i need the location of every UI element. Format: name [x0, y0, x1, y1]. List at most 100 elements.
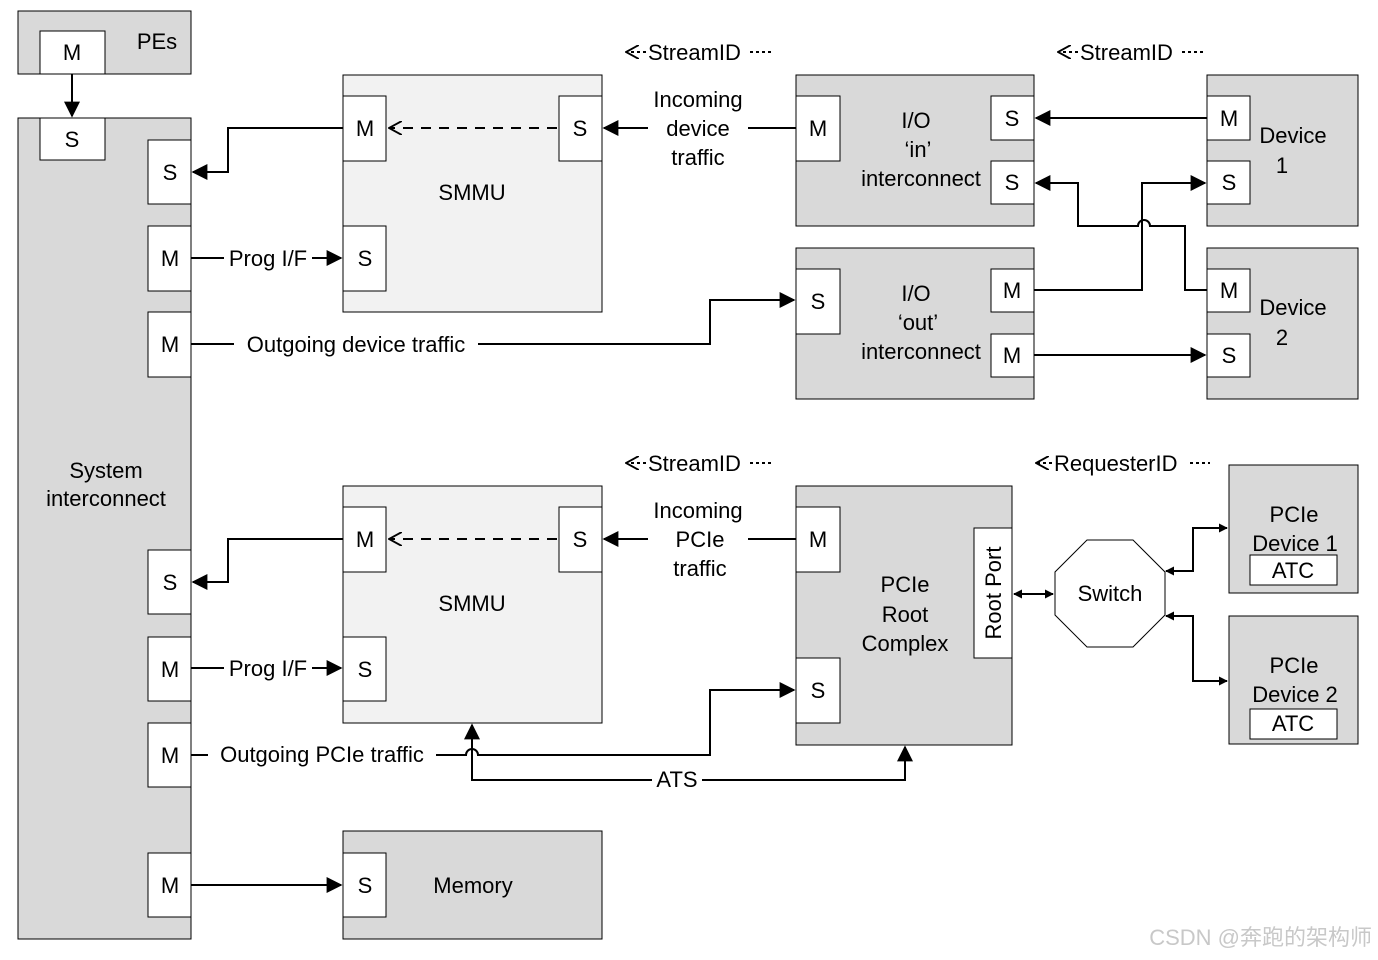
pcie-device2-label-line2: Device 2 [1252, 682, 1338, 707]
device2-label-line1: Device [1259, 295, 1326, 320]
device2-label-line2: 2 [1276, 325, 1288, 350]
smmu-bottom-block: SMMU M S S [342, 485, 603, 724]
device2-block: Device 2 M S [1206, 247, 1359, 400]
io-in-slave-port-1 [990, 95, 1035, 141]
pcie-switch: Switch [1054, 539, 1166, 648]
sysic-prog1-master-label: M [161, 246, 179, 271]
ats-link-to-root-complex [702, 745, 913, 781]
device2-master-port [1206, 268, 1251, 313]
sysic-smmu2-slave-port [147, 549, 192, 615]
switch-to-pcie-device2-link [1165, 611, 1228, 686]
smmu-top-block: SMMU M S S [342, 74, 603, 313]
device1-slave-label: S [1222, 170, 1237, 195]
outgoing-pcie-link-b [436, 682, 796, 756]
device1-label-line2: 1 [1276, 153, 1288, 178]
system-interconnect-label-line1: System [69, 458, 142, 483]
root-complex-master-label: M [809, 527, 827, 552]
pes-label: PEs [137, 29, 177, 54]
memory-label: Memory [433, 873, 512, 898]
smmu-bottom-slave-label: S [573, 527, 588, 552]
io-out-interconnect-block: I/O ‘out’ interconnect S M M [795, 247, 1035, 400]
pcie-device2-label-line1: PCIe [1270, 653, 1319, 678]
sysic-prog2-master-label: M [161, 657, 179, 682]
outgoing-device-link-b [478, 292, 796, 345]
sysic-pe-slave-port [39, 117, 106, 161]
pcie-device2-atc-label: ATC [1272, 711, 1314, 736]
smmu-bottom-master-label: M [356, 527, 374, 552]
sysic-outgoing-pcie-master-port [147, 722, 192, 788]
ats-link-to-smmu [464, 723, 652, 781]
sysic-prog2-master-port [147, 636, 192, 702]
sysic-smmu2-slave-label: S [163, 570, 178, 595]
switch-label: Switch [1078, 581, 1143, 606]
smmu-top-master-label: M [356, 116, 374, 141]
root-complex-label-line1: PCIe [881, 572, 930, 597]
pcie-device1-block: PCIe Device 1 ATC [1228, 464, 1359, 594]
io-in-master-label: M [809, 116, 827, 141]
outgoing-pcie-label: Outgoing PCIe traffic [220, 742, 424, 767]
device1-master-port [1206, 95, 1251, 141]
csdn-watermark: CSDN @奔跑的架构师 [1149, 925, 1372, 950]
pcie-device1-label-line1: PCIe [1270, 502, 1319, 527]
incoming-device-label-line2: device [666, 116, 730, 141]
io-out-master-port-2 [990, 333, 1035, 378]
device1-slave-port [1206, 160, 1251, 205]
memory-slave-port [342, 852, 387, 918]
sysic-smmu1-slave-label: S [163, 160, 178, 185]
io-out-to-device1-link [1034, 175, 1207, 291]
root-complex-label-line2: Root [882, 602, 928, 627]
pcie-device1-atc-label: ATC [1272, 558, 1314, 583]
io-in-slave-port-2 [990, 160, 1035, 205]
io-in-slave-label-1: S [1005, 106, 1020, 131]
root-complex-master-port [795, 506, 841, 573]
switch-to-pcie-device1-link [1165, 523, 1228, 576]
pcie-device2-atc [1249, 708, 1338, 740]
smmu-bottom-slave-port [558, 506, 603, 573]
requesterid-label: RequesterID [1054, 451, 1178, 476]
pcie-device1-atc [1249, 554, 1338, 586]
ats-label: ATS [656, 767, 697, 792]
io-out-label-line1: I/O [901, 281, 930, 306]
device1-block: Device 1 M S [1206, 74, 1359, 227]
smmu-bottom-to-interconnect-link [191, 538, 343, 590]
root-port-label: Root Port [981, 547, 1006, 640]
root-complex-slave-port [795, 657, 841, 724]
smmu-top-label: SMMU [438, 180, 505, 205]
io-out-label-line2: ‘out’ [898, 310, 938, 335]
sysic-outgoing-pcie-master-label: M [161, 743, 179, 768]
pcie-root-complex-block: PCIe Root Complex M S Root Port [795, 485, 1013, 746]
pes-master-port [39, 30, 106, 75]
root-port [973, 527, 1013, 659]
device2-master-label: M [1220, 278, 1238, 303]
io-in-label-line3: interconnect [861, 166, 981, 191]
device2-to-io-in-link [1034, 175, 1207, 291]
smmu-top-prog-slave-label: S [358, 246, 373, 271]
io-out-label-line3: interconnect [861, 339, 981, 364]
pcie-device2-block: PCIe Device 2 ATC [1228, 615, 1359, 745]
sysic-outgoing-device-master-label: M [161, 332, 179, 357]
incoming-device-label-line3: traffic [671, 145, 724, 170]
smmu-top-prog-slave-port [342, 225, 387, 292]
incoming-pcie-label-line2: PCIe [676, 527, 725, 552]
root-complex-slave-label: S [811, 678, 826, 703]
smmu-top-slave-port [558, 95, 603, 162]
sysic-memory-master-label: M [161, 873, 179, 898]
root-complex-label-line3: Complex [862, 631, 949, 656]
device1-master-label: M [1220, 106, 1238, 131]
pcie-device1-label-line2: Device 1 [1252, 531, 1338, 556]
streamid-top2-label: StreamID [1080, 40, 1173, 65]
smmu-top-to-interconnect-link [191, 127, 343, 180]
smmu-bottom-label: SMMU [438, 591, 505, 616]
sysic-prog1-master-port [147, 225, 192, 292]
memory-slave-label: S [358, 873, 373, 898]
io-in-interconnect-block: I/O ‘in’ interconnect M S S [795, 74, 1035, 227]
io-in-slave-label-2: S [1005, 170, 1020, 195]
sysic-smmu1-slave-port [147, 139, 192, 205]
prog-if-top-label: Prog I/F [229, 246, 307, 271]
streamid-bottom-label: StreamID [648, 451, 741, 476]
sysic-memory-master-port [147, 852, 192, 918]
io-out-slave-port [795, 268, 841, 335]
streamid-top1-label: StreamID [648, 40, 741, 65]
pes-master-port-label: M [63, 40, 81, 65]
system-interconnect-block: System interconnect S S M M S M M M [17, 117, 192, 940]
